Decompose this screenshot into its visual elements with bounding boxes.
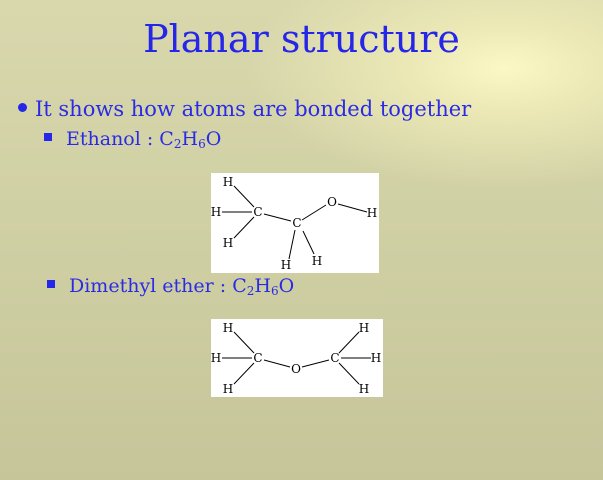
ethanol-structure: H H H C C O H H H	[211, 173, 379, 273]
bullet-dimethyl-ether: Dimethyl ether : C2H6O	[47, 274, 294, 298]
atom-h: H	[211, 351, 221, 365]
ether-formula-sub1: 2	[246, 284, 255, 298]
ether-formula-end: O	[278, 275, 295, 297]
dimethyl-ether-structure-svg: H H H C O C H H H	[211, 321, 381, 396]
atom-h: H	[367, 206, 377, 220]
main-bullet-text: It shows how atoms are bonded together	[35, 97, 472, 121]
atom-h: H	[359, 321, 369, 335]
ethanol-formula-end: O	[205, 128, 222, 150]
atom-c: C	[253, 351, 262, 365]
ethanol-formula-sub1: 2	[173, 137, 182, 151]
ethanol-formula-sub2: 6	[198, 137, 206, 151]
main-bullet: It shows how atoms are bonded together	[18, 96, 471, 122]
ether-formula-sub2: 6	[270, 284, 279, 298]
atom-o: O	[291, 362, 301, 376]
atom-c: C	[330, 351, 339, 365]
ethanol-structure-svg: H H H C C O H H H	[211, 175, 377, 272]
bullet-ethanol: Ethanol : C2H6O	[44, 127, 221, 151]
ethanol-label: Ethanol : C	[66, 128, 174, 150]
atom-h: H	[359, 382, 369, 396]
ethanol-formula-mid: H	[181, 128, 199, 150]
atom-h: H	[223, 175, 233, 189]
atom-c: C	[253, 205, 262, 219]
ether-formula-mid: H	[254, 275, 271, 297]
atom-o: O	[327, 195, 337, 209]
dimethyl-ether-label: Dimethyl ether : C	[69, 275, 247, 297]
slide-title: Planar structure	[143, 17, 460, 61]
atom-h: H	[211, 205, 221, 219]
dimethyl-ether-structure: H H H C O C H H H	[211, 319, 383, 397]
bullet-square-icon	[47, 280, 55, 288]
atom-h: H	[223, 236, 233, 250]
atom-h: H	[281, 258, 291, 272]
bullet-dot-icon	[18, 103, 27, 112]
atom-c: C	[292, 216, 301, 230]
atom-h: H	[312, 254, 322, 268]
atom-h: H	[371, 351, 381, 365]
atom-h: H	[223, 382, 233, 396]
bullet-square-icon	[44, 133, 52, 141]
atom-h: H	[223, 321, 233, 335]
